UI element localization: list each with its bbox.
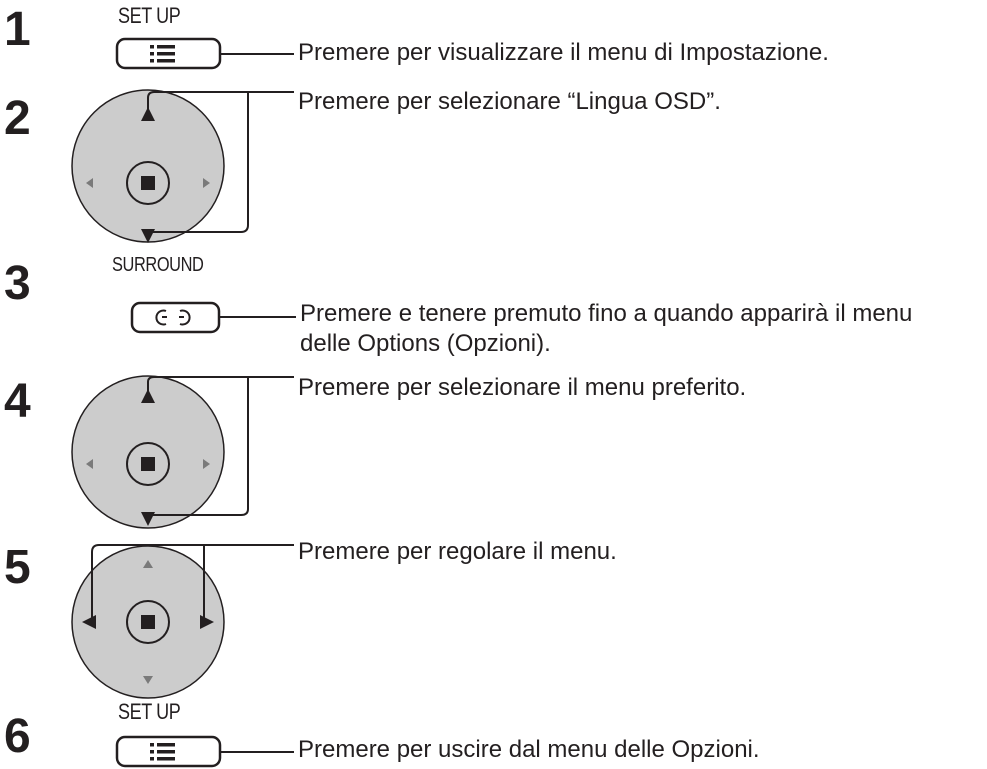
dpad-left-arrow-icon[interactable] [86, 178, 93, 188]
step-number-4: 4 [4, 375, 31, 428]
dpad-right-arrow-icon[interactable] [203, 459, 210, 469]
step-3-text-line2: delle Options (Opzioni). [300, 330, 551, 357]
step-number-5: 5 [4, 541, 31, 594]
setup-button-1[interactable] [115, 37, 222, 70]
dpad-2[interactable] [71, 89, 225, 243]
dpad-right-arrow-icon[interactable] [203, 178, 210, 188]
setup-button-label-1: SET UP [118, 3, 181, 28]
leader-line-5 [91, 544, 294, 618]
dpad-4[interactable] [71, 375, 225, 529]
dpad-up-arrow-icon[interactable] [143, 560, 153, 568]
dpad-left-arrow-icon[interactable] [82, 615, 96, 629]
dpad-down-arrow-icon[interactable] [143, 676, 153, 684]
dpad-right-arrow-icon[interactable] [200, 615, 214, 629]
leader-line-2 [147, 91, 294, 233]
step-number-1: 1 [4, 3, 31, 56]
step-4-text: Premere per selezionare il menu preferit… [298, 374, 747, 401]
step-6-text: Premere per uscire dal menu delle Opzion… [298, 736, 760, 763]
setup-button-6[interactable] [115, 735, 222, 768]
menu-icon [150, 45, 175, 63]
step-number-3: 3 [4, 257, 31, 310]
step-1-text: Premere per visualizzare il menu di Impo… [298, 39, 829, 66]
surround-icon [155, 309, 191, 326]
step-number-6: 6 [4, 710, 31, 763]
surround-button[interactable] [130, 301, 221, 334]
dpad-left-arrow-icon[interactable] [86, 459, 93, 469]
dpad-up-arrow-icon[interactable] [141, 389, 155, 403]
step-number-2: 2 [4, 92, 31, 145]
surround-button-label: SURROUND [112, 254, 204, 276]
dpad-up-arrow-icon[interactable] [141, 107, 155, 121]
dpad-5[interactable] [71, 545, 225, 699]
leader-line-4 [147, 376, 294, 516]
step-3-text-line1: Premere e tenere premuto fino a quando a… [300, 300, 913, 327]
setup-button-label-6: SET UP [118, 699, 181, 724]
menu-icon [150, 743, 175, 761]
step-5-text: Premere per regolare il menu. [298, 538, 617, 565]
step-2-text: Premere per selezionare “Lingua OSD”. [298, 88, 721, 115]
